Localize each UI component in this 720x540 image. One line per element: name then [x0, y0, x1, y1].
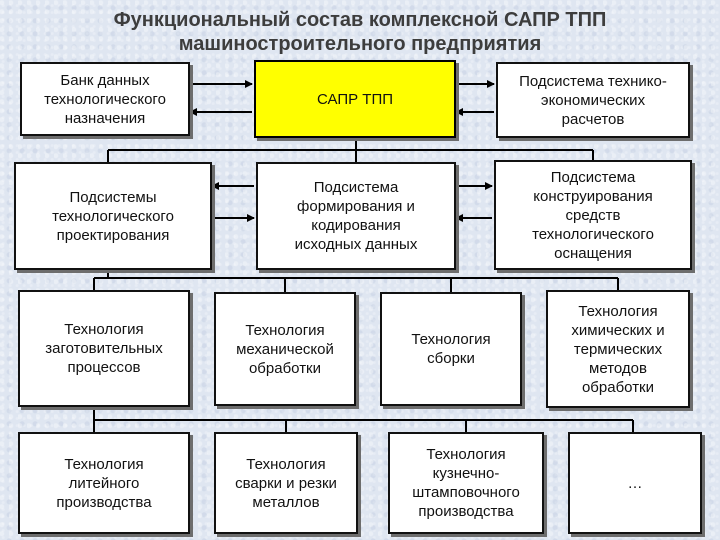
- diagram-title-line-2: машиностроительного предприятия: [178, 33, 542, 55]
- box-tech-design-subsystems: Подсистемы технологического проектирован…: [14, 162, 212, 270]
- diagram-title-line-1: Функциональный состав комплексной САПР Т…: [113, 9, 607, 31]
- box-tech-welding-cutting: Технология сварки и резки металлов: [214, 432, 358, 534]
- box-tech-machining: Технология механической обработки: [214, 292, 356, 406]
- box-tech-chemical-thermal: Технология химических и термических мето…: [546, 290, 690, 408]
- box-tooling-design-subsystem: Подсистема конструирования средств техно…: [494, 160, 692, 270]
- box-tech-forging-stamping: Технология кузнечно- штамповочного произ…: [388, 432, 544, 534]
- box-tech-casting: Технология литейного производства: [18, 432, 190, 534]
- box-input-data-subsystem: Подсистема формирования и кодирования ис…: [256, 162, 456, 270]
- box-sapr-tpp: САПР ТПП: [254, 60, 456, 138]
- box-economic-calc: Подсистема технико- экономических расчет…: [496, 62, 690, 138]
- box-more-ellipsis: …: [568, 432, 702, 534]
- box-tech-procurement: Технология заготовительных процессов: [18, 290, 190, 407]
- box-tech-assembly: Технология сборки: [380, 292, 522, 406]
- box-data-bank: Банк данных технологического назначения: [20, 62, 190, 136]
